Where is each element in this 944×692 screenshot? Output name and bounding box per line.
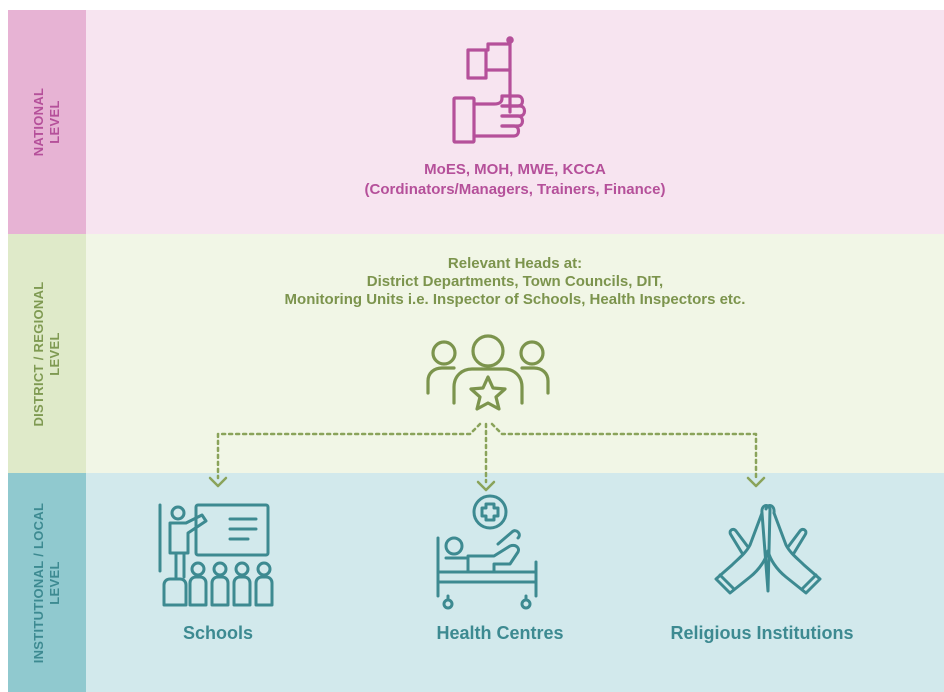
national-level-band: NATIONAL LEVEL MoES, MOH, MWE, KCCA (Cor… xyxy=(8,10,944,234)
national-level-label-line1: NATIONAL xyxy=(31,87,46,157)
religious-institutions-caption: Religious Institutions xyxy=(670,623,854,643)
local-level-sidebar: INSTITUTIONAL / LOCAL LEVEL xyxy=(8,473,86,692)
district-departments: District Departments, Town Councils, DIT… xyxy=(366,273,664,290)
praying-hands-icon xyxy=(714,504,822,595)
district-level-label-line1: DISTRICT / REGIONAL xyxy=(31,280,46,427)
district-level-sidebar: DISTRICT / REGIONAL LEVEL xyxy=(8,234,86,473)
district-monitoring-units: Monitoring Units i.e. Inspector of Schoo… xyxy=(284,291,746,308)
schools-caption: Schools xyxy=(182,623,253,643)
local-level-label: INSTITUTIONAL / LOCAL LEVEL xyxy=(31,502,63,663)
local-level-label-line1: INSTITUTIONAL / LOCAL xyxy=(31,502,46,663)
health-centres-caption: Health Centres xyxy=(436,623,564,643)
national-level-label: NATIONAL LEVEL xyxy=(31,88,63,157)
district-level-band: DISTRICT / REGIONAL LEVEL Relevant Heads… xyxy=(8,234,944,473)
hospital-bed-icon xyxy=(436,494,538,610)
hand-flag-icon xyxy=(452,36,527,144)
local-level-band: INSTITUTIONAL / LOCAL LEVEL xyxy=(8,473,944,692)
national-level-label-line2: LEVEL xyxy=(47,100,62,144)
national-agencies: MoES, MOH, MWE, KCCA xyxy=(424,161,606,178)
national-description: MoES, MOH, MWE, KCCA (Cordinators/Manage… xyxy=(86,160,944,200)
district-level-label: DISTRICT / REGIONAL LEVEL xyxy=(31,281,63,426)
district-description: Relevant Heads at: District Departments,… xyxy=(86,255,944,309)
local-level-label-line2: LEVEL xyxy=(47,560,62,605)
national-level-sidebar: NATIONAL LEVEL xyxy=(8,10,86,234)
district-heading: Relevant Heads at: xyxy=(447,255,583,272)
national-roles: (Cordinators/Managers, Trainers, Finance… xyxy=(364,181,666,198)
national-level-content xyxy=(86,10,944,234)
district-level-label-line2: LEVEL xyxy=(47,331,62,376)
teacher-classroom-icon xyxy=(158,503,274,607)
team-star-icon xyxy=(426,334,550,411)
